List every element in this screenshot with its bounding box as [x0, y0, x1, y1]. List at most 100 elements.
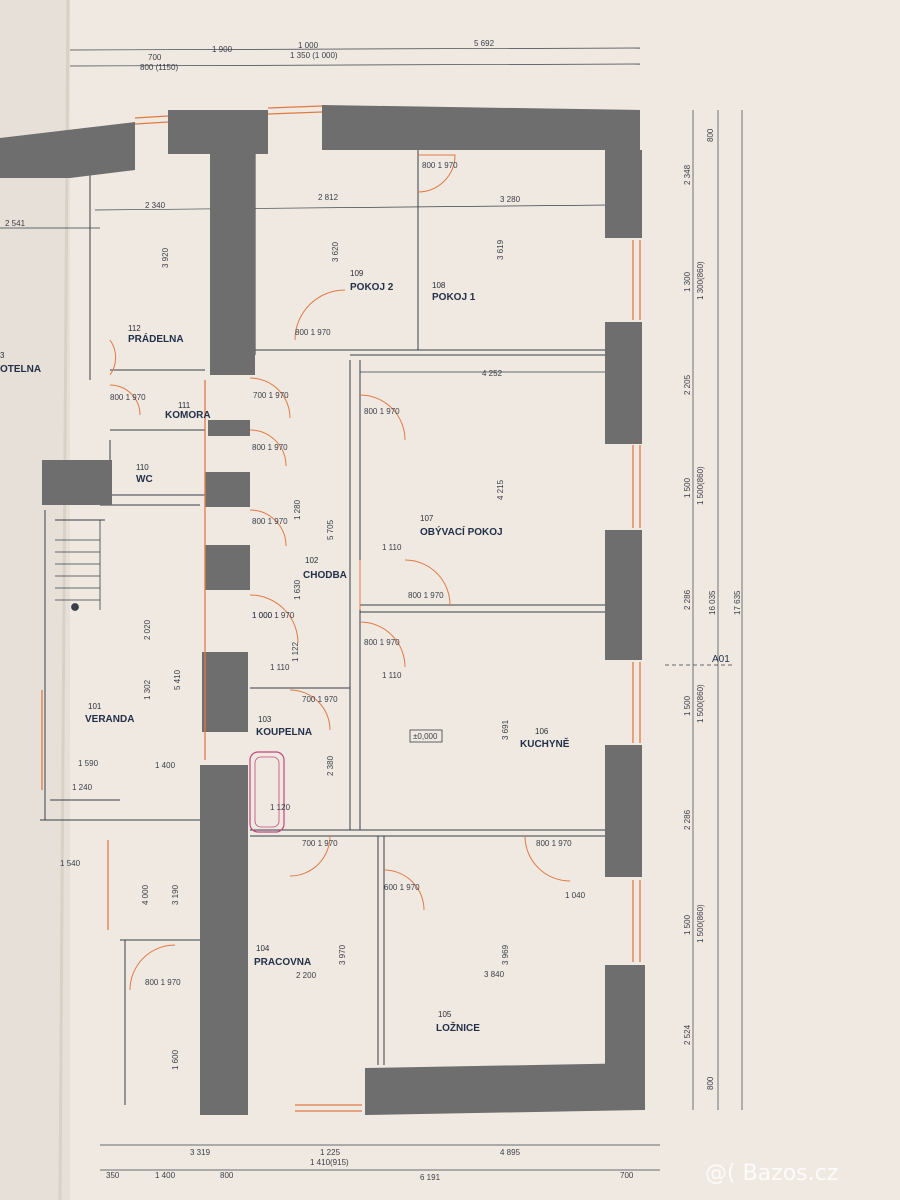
dim-label: 17 635 [733, 590, 742, 615]
dim-label: 1 500(860) [696, 684, 705, 723]
door-size-label: 800 1 970 [364, 638, 400, 647]
door-size-label: 800 1 970 [295, 328, 331, 337]
dim-label: 16 035 [708, 590, 717, 615]
door-size-label: 800 1 970 [364, 407, 400, 416]
room-name-pradelna: PRÁDELNA [128, 332, 184, 345]
dim-label: 1 630 [293, 579, 302, 600]
dim-label: 5 410 [173, 669, 182, 690]
bathtub-icon [249, 751, 285, 833]
dim-label: 4 215 [496, 479, 505, 500]
door-size-label: 800 1 970 [422, 161, 458, 170]
door-size-label: 800 1 970 [536, 839, 572, 848]
dim-label: 1 120 [270, 803, 291, 812]
dim-label: 1 000 [252, 611, 273, 620]
dim-label: 2 286 [683, 589, 692, 610]
room-name-kuchyne: KUCHYNĚ [520, 737, 570, 750]
door-labels: 800 1 970 800 1 970 700 1 970 800 1 970 … [110, 161, 572, 987]
room-name-wc: WC [136, 474, 153, 485]
inner-dimensions: 2 340 2 812 3 280 2 541 4 252 1 110 1 11… [5, 193, 586, 1070]
room-number: 109 [350, 269, 364, 278]
dim-label: 1 500(860) [696, 904, 705, 943]
dim-label: 1 410(915) [310, 1158, 349, 1167]
room-name-obyvaci-pokoj: OBÝVACÍ POKOJ [420, 525, 503, 538]
room-number: 103 [258, 715, 272, 724]
right-dimensions: 800 2 348 1 300 1 300(860) 2 205 1 500 1… [683, 128, 742, 1090]
dim-label: 3 691 [501, 719, 510, 740]
dim-label: 1 500(860) [696, 466, 705, 505]
dim-label: 1 300(860) [696, 261, 705, 300]
edge-room-label: OTELNA [0, 364, 41, 375]
dim-label: 1 400 [155, 1171, 176, 1180]
section-mark: A01 [712, 654, 730, 665]
dim-label: 1 240 [72, 783, 93, 792]
dim-label: 2 200 [296, 971, 317, 980]
structural-walls [0, 105, 645, 1115]
room-number: 108 [432, 281, 446, 290]
dim-label: 1 900 [212, 45, 233, 54]
dim-label: 2 205 [683, 374, 692, 395]
dim-label: 3 190 [171, 884, 180, 905]
door-size-label: 700 1 970 [302, 695, 338, 704]
dim-label: 700 [620, 1171, 634, 1180]
room-name-koupelna: KOUPELNA [256, 727, 312, 738]
door-size-label: 800 1 970 [252, 443, 288, 452]
dim-label: 3 619 [496, 239, 505, 260]
dim-label: 1 302 [143, 679, 152, 700]
room-name-pokoj-1: POKOJ 1 [432, 292, 476, 303]
dim-label: 1 500 [683, 914, 692, 935]
dim-label: 1 110 [382, 671, 402, 680]
room-number: 106 [535, 727, 549, 736]
dim-label: 800 [220, 1171, 234, 1180]
edge-room-number: 3 [0, 351, 5, 360]
dim-label: 1 122 [291, 641, 300, 662]
dim-label: 2 380 [326, 755, 335, 776]
room-name-loznice: LOŽNICE [436, 1021, 480, 1034]
dim-label: 2 812 [318, 193, 339, 202]
room-name-chodba: CHODBA [303, 570, 347, 581]
dim-label: 2 286 [683, 809, 692, 830]
dim-label: 800 [706, 1076, 715, 1090]
dim-label: 800 [706, 128, 715, 142]
dim-label: 1 225 [320, 1148, 341, 1157]
dim-label: 4 252 [482, 369, 503, 378]
dim-label: 350 [106, 1171, 120, 1180]
dim-label: 1 500 [683, 695, 692, 716]
door-size-label: 800 1 970 [408, 591, 444, 600]
room-number: 101 [88, 702, 102, 711]
dim-label: 3 280 [500, 195, 521, 204]
room-number: 105 [438, 1010, 452, 1019]
door-size-label: 800 1 970 [252, 517, 288, 526]
dim-label: 700 [148, 53, 162, 62]
dim-label: 1 600 [171, 1049, 180, 1070]
level-mark: ±0,000 [413, 732, 438, 741]
dim-label: 3 970 [338, 944, 347, 965]
dim-label: 1 110 [270, 663, 290, 672]
room-name-pracovna: PRACOVNA [254, 957, 311, 968]
dim-label: 1 000 [298, 41, 319, 50]
staircase [55, 520, 101, 611]
dim-label: 3 620 [331, 241, 340, 262]
dim-label: 1 280 [293, 499, 302, 520]
window-lines [41, 105, 641, 1112]
dim-label: 4 895 [500, 1148, 521, 1157]
door-size-label: 700 1 970 [302, 839, 338, 848]
room-number: 104 [256, 944, 270, 953]
door-size-label: 600 1 970 [384, 883, 420, 892]
room-number: 107 [420, 514, 434, 523]
dim-label: 2 541 [5, 219, 26, 228]
room-labels: 112 PRÁDELNA 109 POKOJ 2 108 POKOJ 1 111… [85, 269, 570, 1034]
dimension-lines [0, 47, 743, 1171]
door-size-label: 700 1 970 [253, 391, 289, 400]
dim-label: 1 500 [683, 477, 692, 498]
dim-label: 2 020 [143, 619, 152, 640]
dim-label: 1 300 [683, 271, 692, 292]
dim-label: 6 191 [420, 1173, 441, 1182]
dim-label: 3 920 [161, 247, 170, 268]
dim-label: 1 540 [60, 859, 81, 868]
door-size-label: 1 000 1 970 [252, 611, 295, 620]
room-name-komora: KOMORA [165, 410, 211, 421]
room-number: 110 [136, 463, 149, 472]
dim-label: 1 110 [382, 543, 402, 552]
room-number: 112 [128, 324, 141, 333]
